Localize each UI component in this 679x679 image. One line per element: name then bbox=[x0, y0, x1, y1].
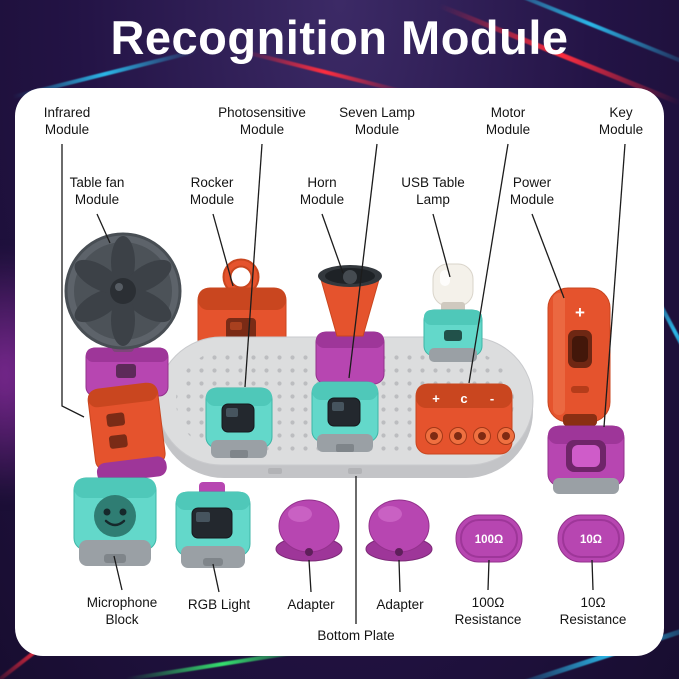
terminal-minus-marking: - bbox=[490, 391, 494, 406]
microphone-block-art bbox=[73, 468, 157, 566]
page-title: Recognition Module bbox=[110, 11, 569, 64]
label-seven-lamp-module: Seven Lamp Module bbox=[339, 105, 415, 138]
seven-lamp-module-art bbox=[311, 381, 379, 452]
power-module-art: + bbox=[547, 287, 611, 426]
resistance-10-marking: 10Ω bbox=[580, 534, 602, 546]
label-rocker-module: Rocker Module bbox=[189, 175, 235, 208]
resistance-10-art: 10Ω bbox=[557, 514, 625, 563]
label-rgb-light: RGB Light bbox=[187, 597, 251, 612]
resistance-100-marking: 100Ω bbox=[475, 534, 503, 546]
key-module-art bbox=[547, 425, 625, 494]
label-bottom-plate: Bottom Plate bbox=[317, 628, 395, 643]
label-microphone-block: Microphone Block bbox=[86, 595, 158, 628]
photosensitive-module-art bbox=[205, 387, 273, 458]
label-adapter-2: Adapter bbox=[376, 597, 424, 612]
rgb-light-art bbox=[175, 482, 251, 568]
fan-blades-icon bbox=[74, 236, 172, 346]
adapter-2-art bbox=[365, 499, 433, 562]
motor-module-art: + c - bbox=[415, 383, 515, 455]
horn-module-art bbox=[315, 265, 385, 385]
label-usb-table-lamp: USB Table Lamp bbox=[401, 175, 465, 208]
adapter-1-art bbox=[275, 499, 343, 562]
label-resistance-100: 100Ω Resistance bbox=[454, 595, 522, 628]
terminal-plus-marking: + bbox=[432, 391, 440, 406]
table-fan-module-art bbox=[64, 232, 182, 483]
label-power-module: Power Module bbox=[509, 175, 555, 208]
callout-lines bbox=[61, 143, 626, 624]
label-photosensitive-module: Photosensitive Module bbox=[218, 105, 306, 138]
power-plus-marking: + bbox=[575, 303, 585, 322]
label-horn-module: Horn Module bbox=[299, 175, 345, 208]
label-resistance-10: 10Ω Resistance bbox=[559, 595, 627, 628]
usb-table-lamp-art bbox=[423, 263, 483, 362]
label-infrared-module: Infrared Module bbox=[43, 105, 91, 138]
label-adapter-1: Adapter bbox=[287, 597, 335, 612]
label-table-fan-module: Table fan Module bbox=[69, 175, 125, 208]
terminal-c-marking: c bbox=[460, 391, 467, 406]
infrared-module-art bbox=[87, 382, 167, 483]
label-key-module: Key Module bbox=[598, 105, 644, 138]
label-motor-module: Motor Module bbox=[485, 105, 531, 138]
resistance-100-art: 100Ω bbox=[455, 514, 523, 563]
